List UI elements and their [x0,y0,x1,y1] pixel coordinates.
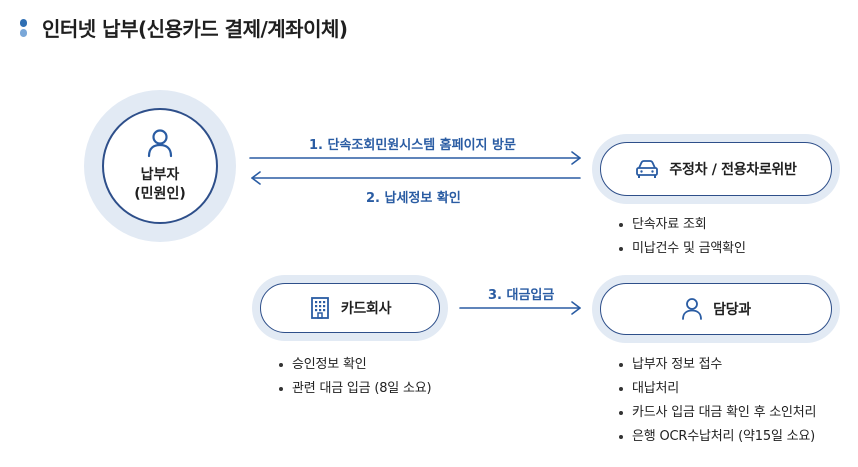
list-item: 관련 대금 입금 (8일 소요) [278,377,432,401]
section-heading: 인터넷 납부(신용카드 결제/계좌이체) [18,13,348,42]
person-icon [682,298,703,320]
arrow-confirm-label: 2. 납세정보 확인 [366,191,461,206]
car-icon [636,160,659,178]
arrow-confirm [251,171,581,185]
payer-node: 납부자 (민원인) [84,90,236,242]
violation-task-list: 단속자료 조회 미납건수 및 금액확인 [618,213,746,261]
arrow-payment-label: 3. 대금입금 [488,288,555,303]
card-company-task-list: 승인정보 확인 관련 대금 입금 (8일 소요) [278,353,432,401]
person-icon [147,129,173,158]
page-title: 인터넷 납부(신용카드 결제/계좌이체) [42,17,348,41]
list-item: 은행 OCR수납처리 (약15일 소요) [618,425,816,449]
department-label: 담당과 [713,302,751,318]
list-item: 카드사 입금 대금 확인 후 소인처리 [618,401,817,425]
violation-label: 주정차 / 전용차로위반 [669,162,797,178]
heading-bullet-icon [18,18,29,37]
building-icon [310,297,329,319]
payer-sublabel: (민원인) [134,186,186,202]
payer-circle: 납부자 (민원인) [102,108,218,224]
list-item: 미납건수 및 금액확인 [618,237,746,261]
list-item: 대납처리 [618,377,816,401]
department-node: 담당과 [592,275,840,343]
list-item: 단속자료 조회 [618,213,746,237]
arrow-visit-label: 1. 단속조회민원시스템 홈페이지 방문 [309,138,516,153]
list-item: 납부자 정보 접수 [618,353,816,377]
list-item: 승인정보 확인 [278,353,431,377]
department-task-list: 납부자 정보 접수 대납처리 카드사 입금 대금 확인 후 소인처리 은행 OC… [618,353,817,449]
arrow-visit [249,151,581,165]
card-company-node: 카드회사 [252,275,448,341]
payer-label: 납부자 [140,167,180,183]
card-company-label: 카드회사 [340,301,392,317]
arrow-payment [459,301,581,315]
violation-node: 주정차 / 전용차로위반 [592,134,840,204]
